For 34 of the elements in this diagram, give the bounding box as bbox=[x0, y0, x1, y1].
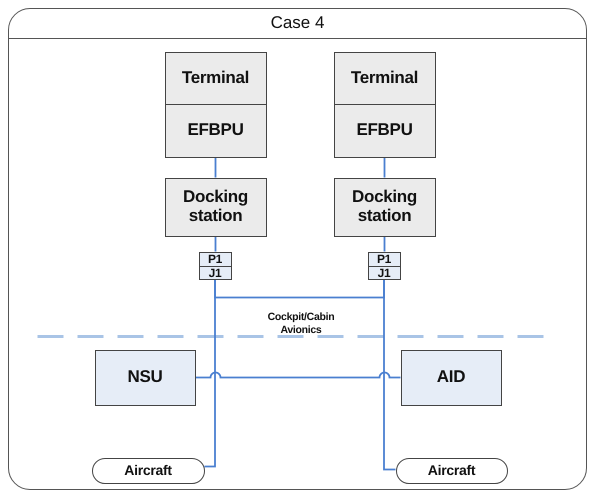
avionics-unit-box bbox=[94, 350, 196, 406]
docking-station-box bbox=[164, 178, 266, 236]
box-label: Docking station bbox=[182, 186, 249, 227]
box-label: Aircraft bbox=[123, 460, 173, 480]
port-label: J1 bbox=[208, 266, 222, 280]
connector-line bbox=[214, 236, 216, 252]
port-label: P1 bbox=[368, 252, 400, 267]
avionics-unit-box bbox=[400, 350, 502, 406]
connector-line bbox=[384, 236, 386, 252]
box-label: EFBPU bbox=[355, 119, 414, 142]
box-label: Terminal bbox=[166, 52, 266, 105]
box-label: Docking station bbox=[351, 186, 418, 227]
box-label: AID bbox=[436, 366, 466, 388]
connector-block bbox=[368, 252, 400, 280]
connector-block bbox=[198, 252, 232, 280]
box-label: Aircraft bbox=[426, 460, 476, 480]
aircraft-terminator bbox=[396, 458, 508, 484]
device-box bbox=[334, 52, 436, 158]
connector-line bbox=[383, 280, 396, 470]
box-label: Terminal bbox=[334, 52, 434, 105]
device-box bbox=[164, 52, 266, 158]
connector-line bbox=[214, 158, 216, 178]
box-label: NSU bbox=[126, 366, 164, 388]
port-label: J1 bbox=[376, 266, 392, 280]
connector-line bbox=[204, 280, 216, 468]
zone-label: Cockpit/Cabin Avionics bbox=[266, 311, 336, 336]
case-panel bbox=[8, 8, 587, 490]
docking-station-box bbox=[334, 178, 436, 236]
aircraft-terminator bbox=[92, 458, 204, 484]
port-label: P1 bbox=[200, 252, 230, 267]
connector-line bbox=[384, 158, 386, 178]
connector-line bbox=[196, 372, 400, 378]
panel-title: Case 4 bbox=[9, 9, 586, 39]
box-label: EFBPU bbox=[186, 119, 245, 142]
